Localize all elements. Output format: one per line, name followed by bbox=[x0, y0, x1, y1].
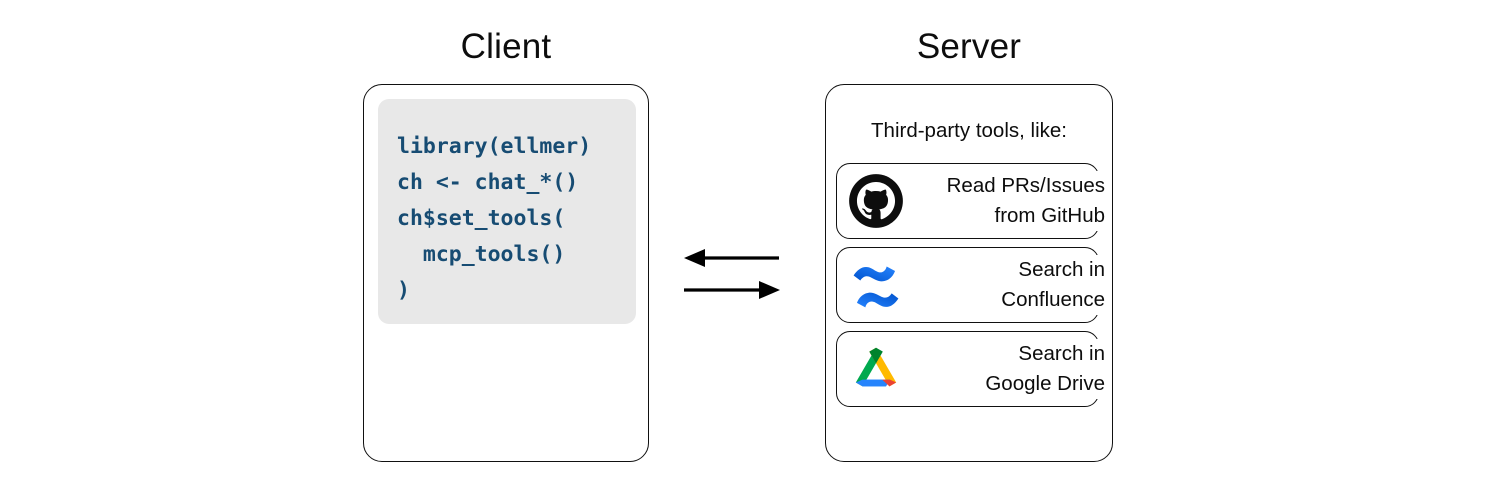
arrow-left-icon bbox=[684, 249, 779, 267]
client-panel: library(ellmer) ch <- chat_*() ch$set_to… bbox=[363, 84, 649, 462]
client-title: Client bbox=[460, 27, 552, 66]
code-line-5: ) bbox=[397, 278, 410, 303]
tool-label-github: Read PRs/Issues from GitHub bbox=[942, 171, 1105, 231]
server-title: Server bbox=[916, 27, 1022, 66]
connection-arrows bbox=[672, 236, 802, 310]
server-panel: Third-party tools, like: Read PRs/Issues… bbox=[825, 84, 1113, 462]
code-line-1: library(ellmer) bbox=[397, 134, 592, 159]
tool-label-confluence: Search in Confluence bbox=[997, 255, 1105, 315]
tool-label-google-drive: Search in Google Drive bbox=[981, 339, 1105, 399]
server-caption: Third-party tools, like: bbox=[871, 119, 1067, 142]
code-block: library(ellmer) ch <- chat_*() ch$set_to… bbox=[378, 99, 636, 324]
code-line-3: ch$set_tools( bbox=[397, 206, 566, 231]
google-drive-icon bbox=[848, 341, 904, 397]
tool-card-confluence[interactable]: Search in Confluence bbox=[836, 247, 1105, 323]
github-icon bbox=[848, 173, 904, 229]
arrow-right-icon bbox=[684, 281, 780, 299]
tool-card-google-drive[interactable]: Search in Google Drive bbox=[836, 331, 1105, 407]
code-line-2: ch <- chat_*() bbox=[397, 170, 579, 195]
tool-card-github[interactable]: Read PRs/Issues from GitHub bbox=[836, 163, 1105, 239]
confluence-icon bbox=[848, 257, 904, 313]
code-line-4: mcp_tools() bbox=[397, 242, 566, 267]
